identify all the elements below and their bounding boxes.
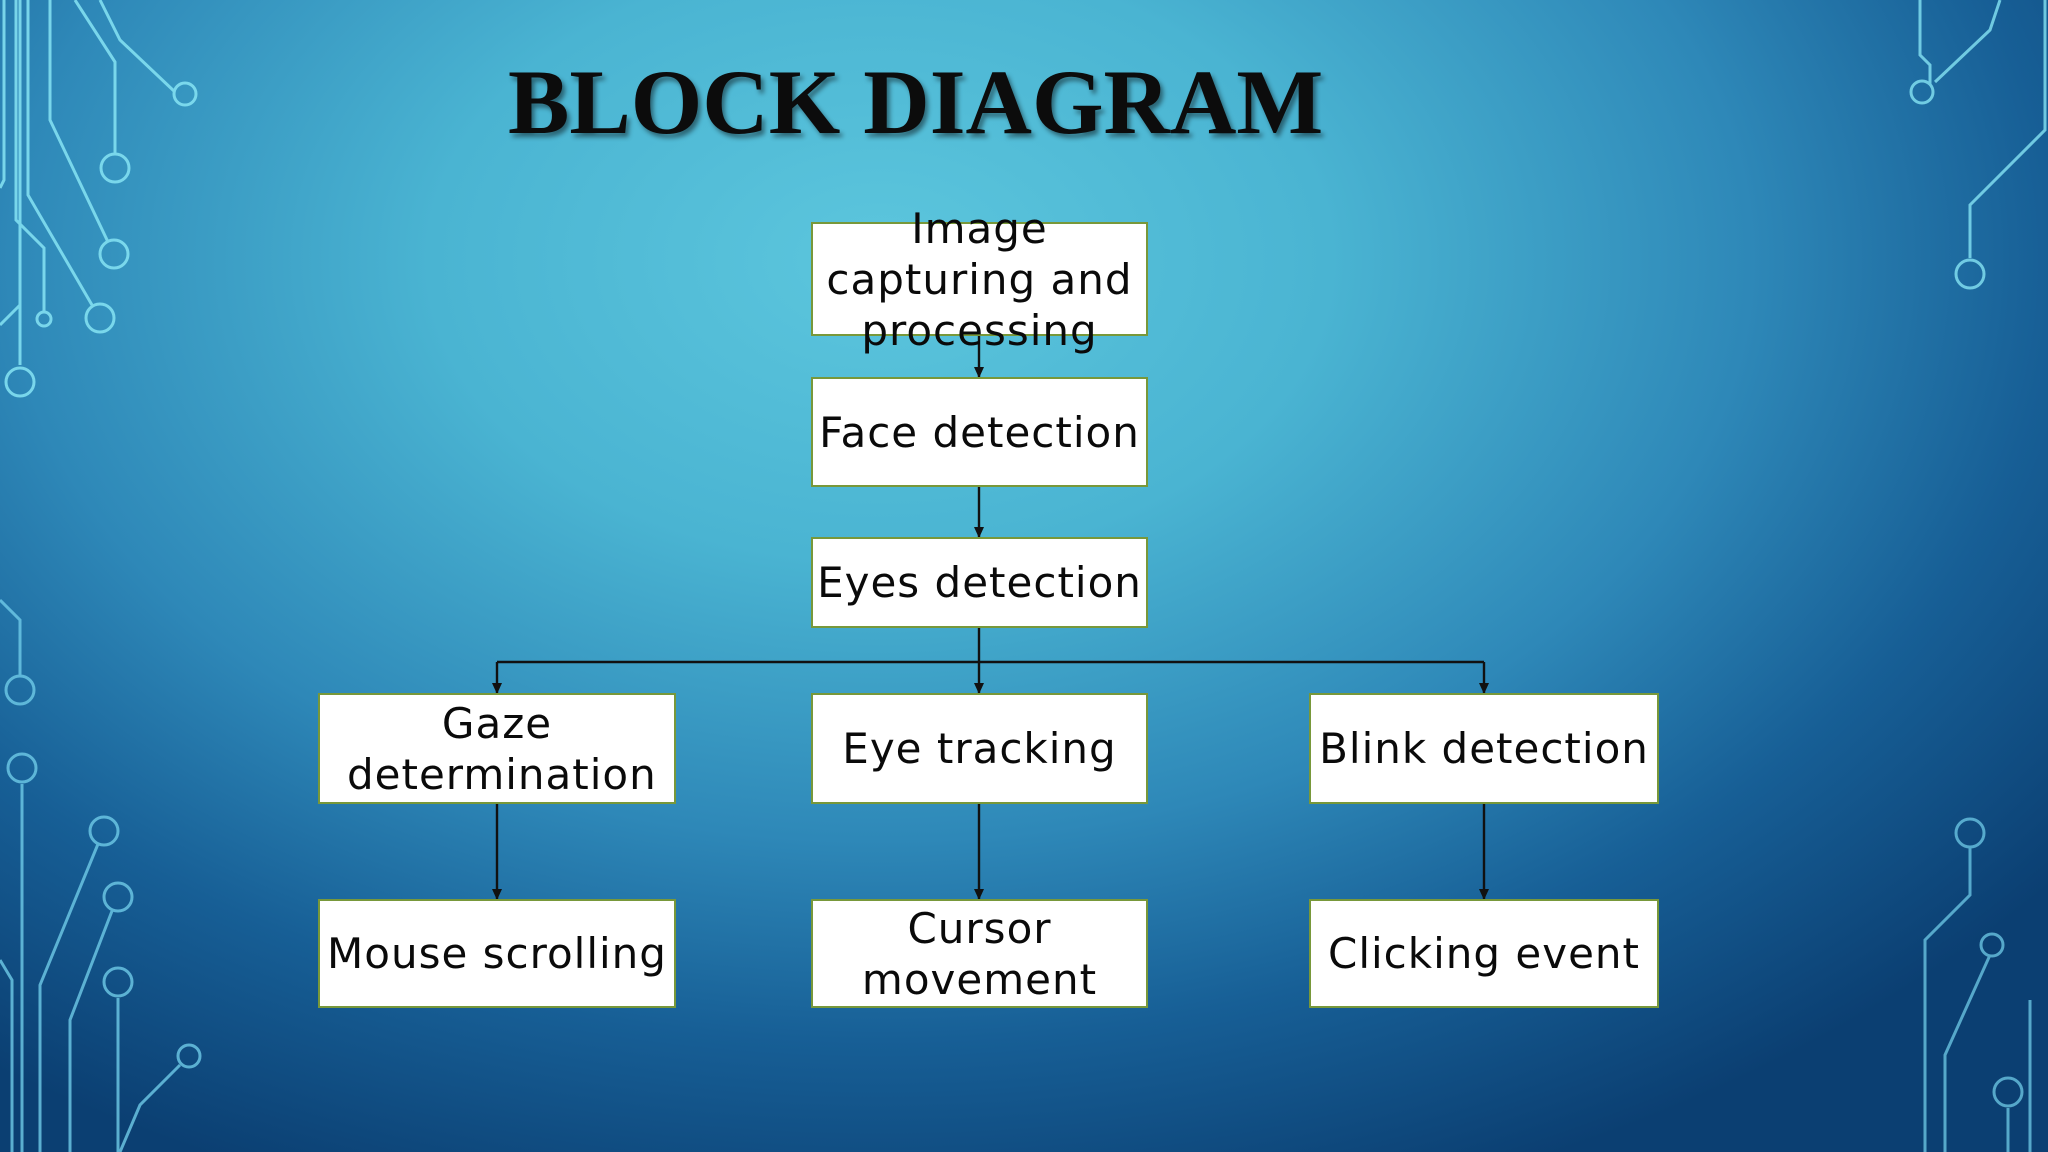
mouse-scrolling-label: Mouse scrolling [327, 929, 667, 978]
circuit-bottom-left [0, 598, 202, 1152]
gaze-determination-block: Gaze determination [318, 693, 676, 804]
face-detection-block: Face detection [811, 377, 1148, 487]
page-title: BLOCK DIAGRAM [508, 51, 1324, 153]
clicking-event-block: Clicking event [1309, 899, 1659, 1008]
blink-detection-block: Blink detection [1309, 693, 1659, 804]
cursor-movement-label: Cursor movement [861, 903, 1098, 1004]
gaze-determination-label: Gaze determination [347, 698, 657, 799]
cursor-movement-block: Cursor movement [811, 899, 1148, 1008]
mouse-scrolling-block: Mouse scrolling [318, 899, 676, 1008]
blink-detection-label: Blink detection [1319, 724, 1649, 773]
image-capture-block: Image capturing and processing [811, 204, 1148, 355]
circuit-top-right [1909, 0, 2047, 290]
clicking-event-label: Clicking event [1328, 929, 1640, 978]
circuit-top-left [0, 0, 198, 398]
eye-tracking-label: Eye tracking [842, 724, 1117, 773]
eye-tracking-block: Eye tracking [811, 693, 1148, 804]
face-detection-label: Face detection [819, 407, 1140, 457]
circuit-bottom-right [1923, 817, 2032, 1152]
eyes-detection-block: Eyes detection [811, 537, 1148, 628]
eyes-detection-label: Eyes detection [817, 558, 1142, 607]
image-capture-label: Image capturing and processing [826, 203, 1133, 355]
